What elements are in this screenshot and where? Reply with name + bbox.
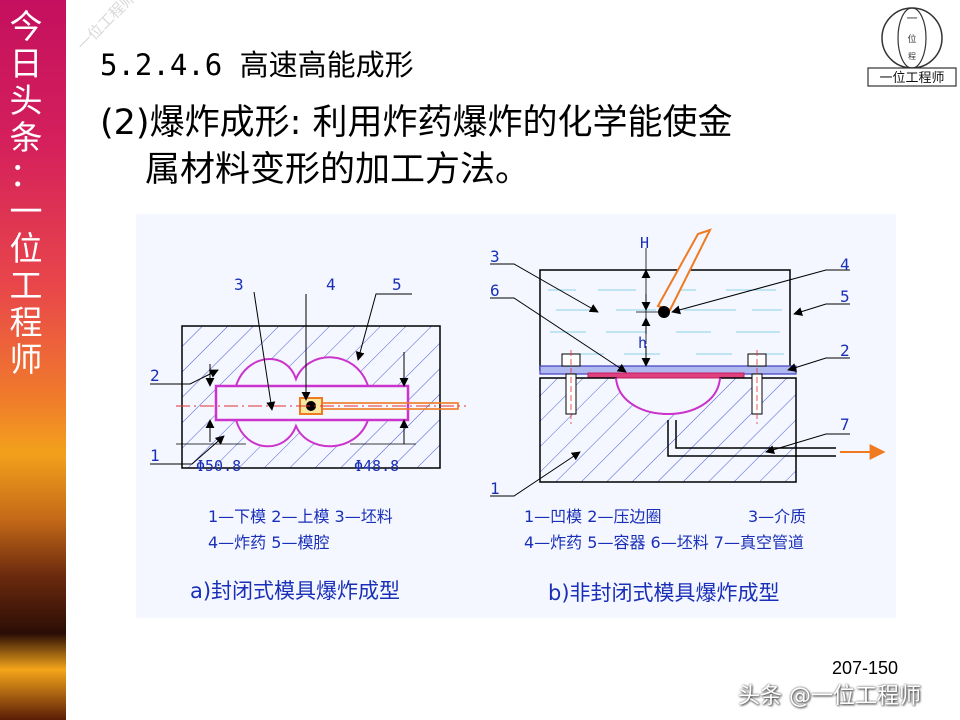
diagram-a: 3 4 5 2 1 Φ50.8 Φ48.8 1—下模 2—上模 3—坯料 4—炸… [150,275,466,603]
sidebar-char: 位 [9,229,43,268]
dim-h: h [638,334,647,352]
logo-bottom-char: 程 [908,52,916,61]
legend-b-line2: 4—炸药 5—容器 6—坯料 7—真空管道 [524,533,804,552]
legend-a-line2: 4—炸药 5—模腔 [208,533,329,552]
caption-b: b)非封闭式模具爆炸成型 [548,581,780,605]
sidebar-char: 师 [9,340,43,379]
diagram-b: H h 3 6 4 5 2 7 1 1—凹模 2—压边圈 3—介质 4—炸药 5… [490,228,886,605]
legend-b-line1b: 3—介质 [748,507,806,526]
blank-b [587,372,745,379]
sidebar-band: 今 日 头 条 ： 一 位 工 程 师 [0,0,66,720]
dimension-a-1: Φ50.8 [196,457,241,475]
paragraph-line-2: 属材料变形的加工方法。 [145,150,531,190]
logo-top-char: 一 [907,12,918,25]
explosive-stick [656,228,712,312]
callout-a-3: 3 [234,275,244,294]
legend-a-line1: 1—下模 2—上模 3—坯料 [208,507,393,526]
legend-b-line1: 1—凹模 2—压边圈 [524,507,661,526]
sidebar-char: 程 [9,303,43,342]
callout-a-5: 5 [392,275,402,294]
body-paragraph: (2)爆炸成形: 利用炸药爆炸的化学能使金 属材料变形的加工方法。 [100,100,920,194]
page-number: 207-150 [832,658,899,678]
vacuum-pipe [667,420,836,457]
callout-b-5: 5 [840,287,850,306]
sidebar-char: 日 [9,44,43,83]
sidebar-char: 工 [9,266,43,305]
callout-b-3: 3 [490,247,500,266]
engineer-logo: 一 位 程 一位工程师 [867,7,957,87]
paragraph-line-1: (2)爆炸成形: 利用炸药爆炸的化学能使金 [100,103,733,143]
callout-b-7: 7 [840,415,850,434]
callout-a-2: 2 [150,366,160,385]
sidebar-text: 今 日 头 条 ： 一 位 工 程 师 [6,8,46,378]
die-cavity-b [615,377,721,415]
sidebar-char: 条 [9,118,43,157]
sidebar-char: ： [9,155,43,194]
explosive-forming-figure: 3 4 5 2 1 Φ50.8 Φ48.8 1—下模 2—上模 3—坯料 4—炸… [136,214,896,618]
dimension-a-2: Φ48.8 [354,457,399,475]
sidebar-char: 头 [9,81,43,120]
water-medium [548,289,784,355]
sidebar-char: 一 [9,192,43,231]
section-title: 5.2.4.6 高速高能成形 [100,48,414,82]
dim-H: H [640,234,649,252]
callout-b-4: 4 [840,255,850,274]
callout-a-4: 4 [326,275,336,294]
callout-b-2: 2 [840,341,850,360]
charge-dot-a [306,401,316,411]
logo-mid-char: 位 [907,33,916,45]
caption-a: a)封闭式模具爆炸成型 [190,579,400,603]
callout-b-1: 1 [490,479,500,498]
callout-b-6: 6 [490,281,500,300]
logo-text: 一位工程师 [879,71,944,86]
sidebar-char: 今 [9,7,43,46]
callout-a-1: 1 [150,446,160,465]
credit-watermark: 头条 @一位工程师 [738,684,921,709]
